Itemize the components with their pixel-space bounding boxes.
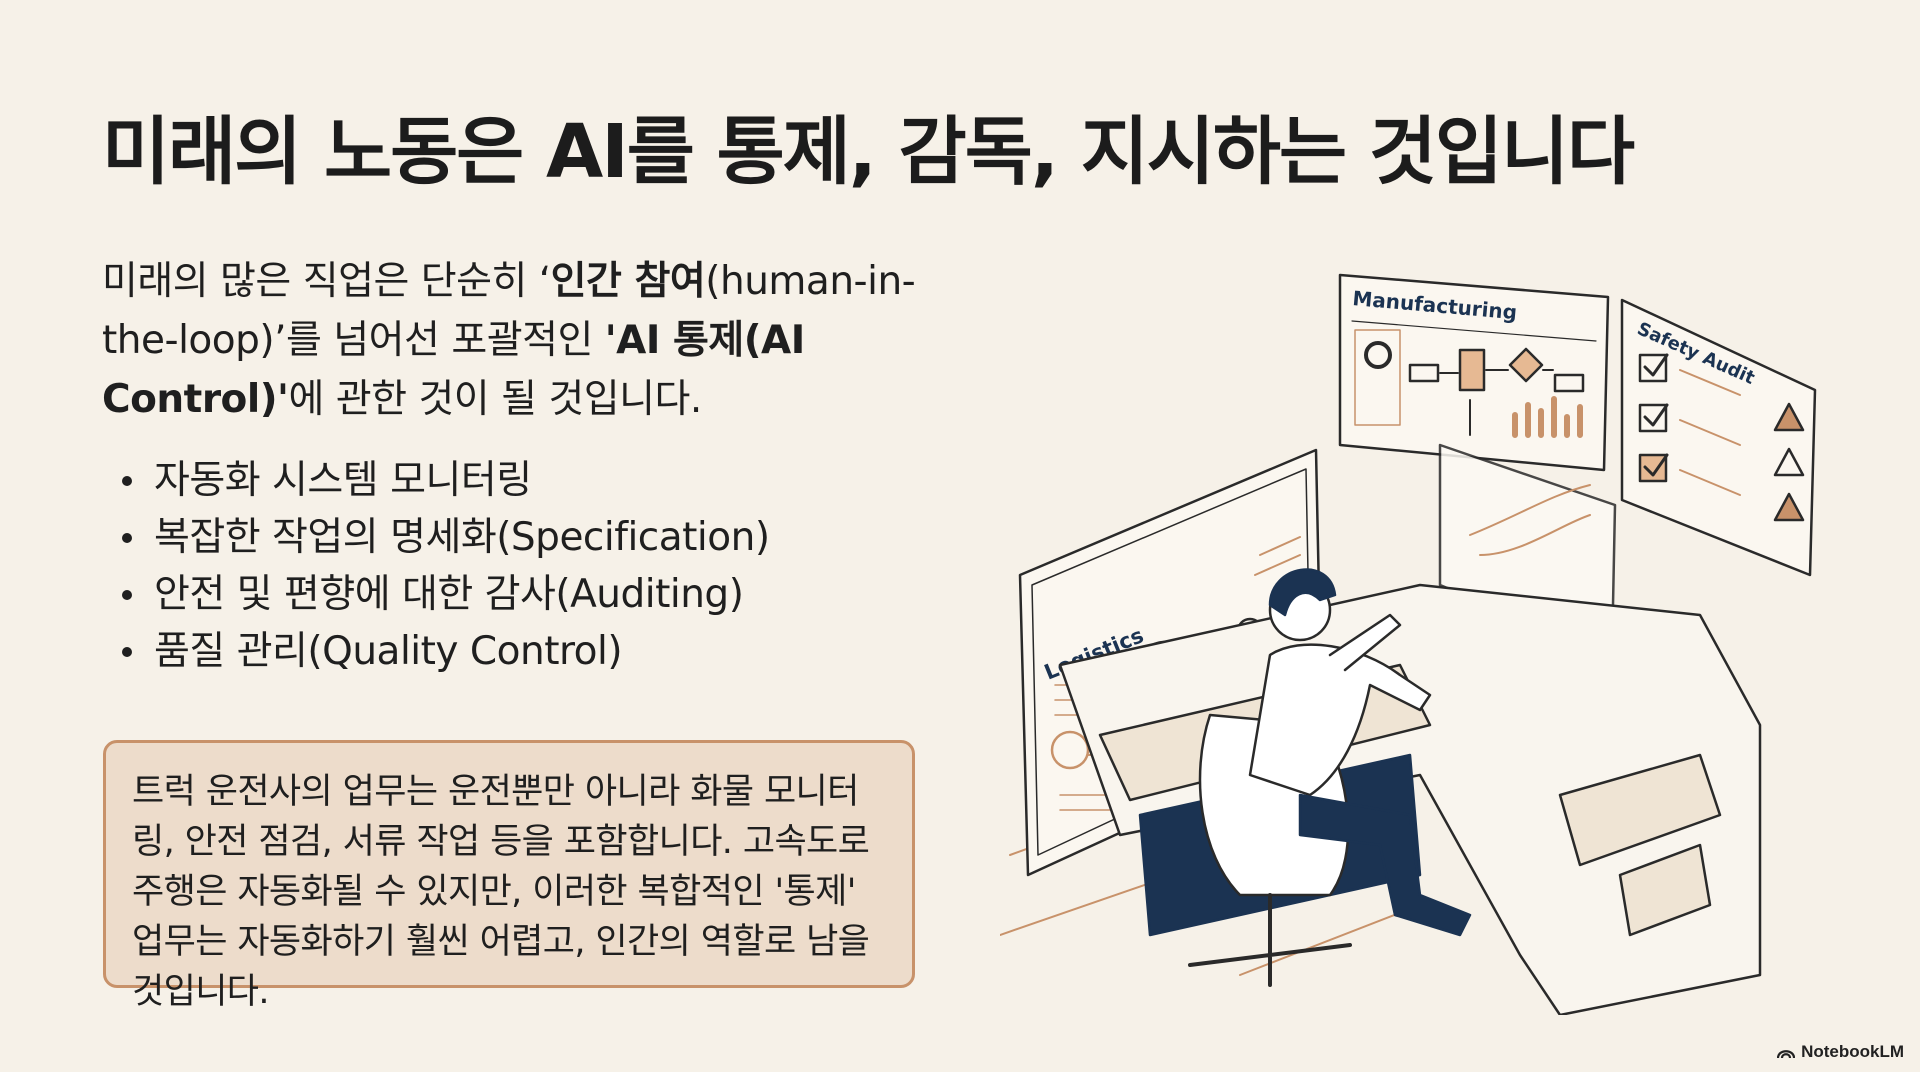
bullet-item: 자동화 시스템 모니터링 (122, 452, 882, 509)
callout-box: 트럭 운전사의 업무는 운전뿐만 아니라 화물 모니터링, 안전 점검, 서류 … (103, 740, 915, 1012)
bullet-item: 복잡한 작업의 명세화(Specification) (122, 509, 882, 566)
intro-text-2: (human-in-the-loop)’를 넘어선 포괄적인 (102, 259, 916, 363)
bullet-dot-icon (122, 646, 132, 657)
bullet-item: 안전 및 편향에 대한 감사(Auditing) (122, 566, 882, 623)
intro-bold-human-in-loop: 인간 참여 (550, 259, 706, 304)
notebooklm-logo-icon (1777, 1050, 1796, 1059)
intro-bold-ai-control: 'AI 통제(AI Control)' (102, 318, 805, 422)
safety-audit-screen (1620, 298, 1817, 577)
bullet-dot-icon (122, 589, 132, 600)
slide-title: 미래의 노동은 AI를 통제, 감독, 지시하는 것입니다 (102, 109, 1635, 195)
intro-text-1: 미래의 많은 직업은 단순히 ‘ (102, 259, 551, 304)
bullet-dot-icon (122, 475, 132, 486)
bullet-dot-icon (122, 532, 132, 543)
intro-paragraph: 미래의 많은 직업은 단순히 ‘인간 참여(human-in-the-loop)… (102, 252, 922, 429)
bullet-list: 자동화 시스템 모니터링 복잡한 작업의 명세화(Specification) … (122, 452, 882, 680)
notebooklm-brand: NotebookLM (1777, 1042, 1904, 1062)
intro-text-3: 에 관한 것이 될 것입니다. (288, 377, 702, 422)
bullet-item: 품질 관리(Quality Control) (122, 623, 882, 680)
control-room-illustration: Logistics Manufacturing Safety Audit (1000, 273, 1817, 1015)
manufacturing-screen (1338, 273, 1610, 472)
